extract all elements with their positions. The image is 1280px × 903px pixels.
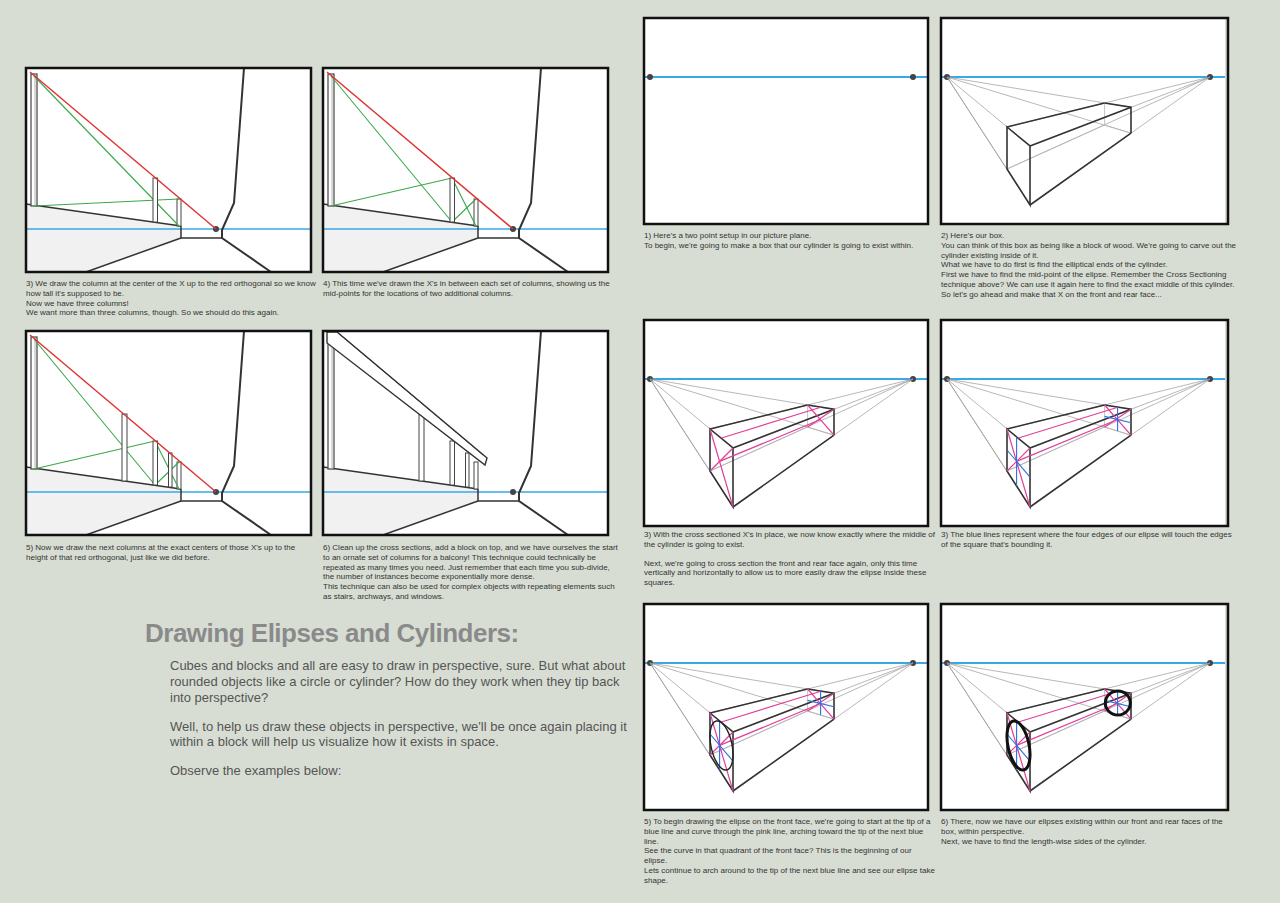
panel-l6 bbox=[323, 331, 608, 535]
drawing-stroke bbox=[947, 663, 1210, 791]
panel-r3 bbox=[644, 320, 928, 526]
caption-text: You can think of this box as being like … bbox=[941, 241, 1237, 261]
drawing-stroke bbox=[34, 339, 179, 489]
drawing-stroke bbox=[947, 379, 1210, 507]
caption-text: 4) This time we've drawn the X's in betw… bbox=[323, 279, 615, 299]
drawing-stroke bbox=[26, 331, 311, 535]
drawing-stroke bbox=[650, 379, 913, 507]
drawing-stroke bbox=[450, 441, 455, 485]
drawing-stroke bbox=[710, 689, 834, 791]
drawing-stroke bbox=[323, 331, 608, 535]
caption-text: Next, we're going to cross section the f… bbox=[644, 559, 936, 588]
caption-block: 6) Clean up the cross sections, add a bl… bbox=[323, 543, 619, 602]
caption-block: 3) We draw the column at the center of t… bbox=[26, 279, 318, 318]
drawing-stroke bbox=[650, 663, 913, 791]
caption-text: First we have to find the mid-point of t… bbox=[941, 270, 1237, 290]
caption-text: This technique can also be used for comp… bbox=[323, 582, 619, 602]
caption-block: Cubes and blocks and all are easy to dra… bbox=[170, 658, 640, 779]
drawing-stroke bbox=[941, 18, 1228, 224]
drawing-stroke bbox=[941, 18, 1225, 224]
drawing-stroke bbox=[323, 331, 608, 535]
caption-block: 1) Here's a two point setup in our pictu… bbox=[644, 231, 936, 251]
caption-text: Now we have three columns! bbox=[26, 299, 318, 309]
drawing-stroke bbox=[1007, 689, 1131, 791]
drawing-stroke bbox=[644, 18, 928, 224]
caption-text: 6) Clean up the cross sections, add a bl… bbox=[323, 543, 619, 582]
caption-text: 5) To begin drawing the elipse on the fr… bbox=[644, 817, 936, 846]
drawing-stroke bbox=[323, 68, 608, 272]
drawing-stroke bbox=[941, 320, 1225, 526]
caption-block: 2) Here's our box.You can think of this … bbox=[941, 231, 1237, 299]
caption-text: 3) The blue lines represent where the fo… bbox=[941, 530, 1233, 550]
drawing-stroke bbox=[644, 320, 928, 526]
drawing-stroke bbox=[327, 72, 513, 229]
caption-text: To begin, we're going to make a box that… bbox=[644, 241, 936, 251]
drawing-stroke bbox=[644, 18, 928, 224]
drawing-stroke bbox=[1105, 691, 1130, 715]
drawing-stroke bbox=[30, 335, 216, 492]
panel-r5 bbox=[644, 604, 928, 810]
drawing-stroke bbox=[327, 332, 487, 465]
caption-text: We want more than three columns, though.… bbox=[26, 308, 318, 318]
drawing-stroke bbox=[450, 178, 455, 222]
drawing-stroke bbox=[644, 604, 928, 810]
caption-text: So let's go ahead and make that X on the… bbox=[941, 290, 1237, 300]
drawing-stroke bbox=[941, 604, 1228, 810]
drawing-stroke bbox=[26, 68, 311, 272]
drawing-stroke bbox=[26, 331, 311, 535]
caption-block: 4) This time we've drawn the X's in betw… bbox=[323, 279, 615, 299]
caption-text: 2) Here's our box. bbox=[941, 231, 1237, 241]
panel-r1 bbox=[644, 18, 928, 224]
drawing-stroke bbox=[153, 441, 158, 485]
drawing-stroke bbox=[941, 604, 1225, 810]
caption-block: 3) The blue lines represent where the fo… bbox=[941, 530, 1233, 550]
drawing-stroke bbox=[1003, 719, 1034, 772]
drawing-stroke bbox=[34, 76, 179, 226]
caption-text: Observe the examples below: bbox=[170, 763, 640, 779]
panel-r2 bbox=[941, 18, 1228, 224]
panel-l5 bbox=[26, 331, 311, 535]
drawing-stroke bbox=[710, 405, 834, 507]
caption-text: Well, to help us draw these objects in p… bbox=[170, 719, 640, 751]
drawing-stroke bbox=[947, 77, 1210, 205]
caption-text: Cubes and blocks and all are easy to dra… bbox=[170, 658, 640, 706]
drawing-stroke bbox=[26, 68, 311, 272]
caption-text: 3) With the cross sectioned X's in place… bbox=[644, 530, 936, 550]
panel-r4 bbox=[941, 320, 1228, 526]
drawing-stroke bbox=[30, 72, 216, 229]
caption-text: Lets continue to arch around to the tip … bbox=[644, 866, 936, 886]
panel-l3 bbox=[26, 68, 311, 272]
caption-block: 5) To begin drawing the elipse on the fr… bbox=[644, 817, 936, 885]
drawing-stroke bbox=[644, 320, 928, 526]
drawing-stroke bbox=[1007, 405, 1131, 507]
caption-block: 3) With the cross sectioned X's in place… bbox=[644, 530, 936, 588]
section-title: Drawing Elipses and Cylinders: bbox=[145, 618, 519, 649]
panel-r6 bbox=[941, 604, 1228, 810]
drawing-stroke bbox=[1007, 407, 1131, 486]
caption-text: 6) There, now we have our elipses existi… bbox=[941, 817, 1233, 837]
drawing-stroke bbox=[153, 178, 158, 222]
drawing-stroke bbox=[710, 691, 834, 770]
caption-block: 5) Now we draw the next columns at the e… bbox=[26, 543, 318, 563]
caption-text: 1) Here's a two point setup in our pictu… bbox=[644, 231, 936, 241]
caption-text: Next, we have to find the length-wise si… bbox=[941, 837, 1233, 847]
drawing-stroke bbox=[323, 68, 608, 272]
caption-text: See the curve in that quadrant of the fr… bbox=[644, 846, 936, 866]
drawing-stroke bbox=[941, 320, 1228, 526]
panel-l4 bbox=[323, 68, 608, 272]
drawing-stroke bbox=[706, 719, 737, 772]
drawing-stroke bbox=[122, 414, 172, 487]
caption-text: What we have to do first is find the ell… bbox=[941, 260, 1237, 270]
drawing-stroke bbox=[644, 604, 928, 810]
caption-text: 5) Now we draw the next columns at the e… bbox=[26, 543, 318, 563]
caption-block: 6) There, now we have our elipses existi… bbox=[941, 817, 1233, 846]
caption-text: 3) We draw the column at the center of t… bbox=[26, 279, 318, 299]
drawing-stroke bbox=[331, 76, 476, 226]
